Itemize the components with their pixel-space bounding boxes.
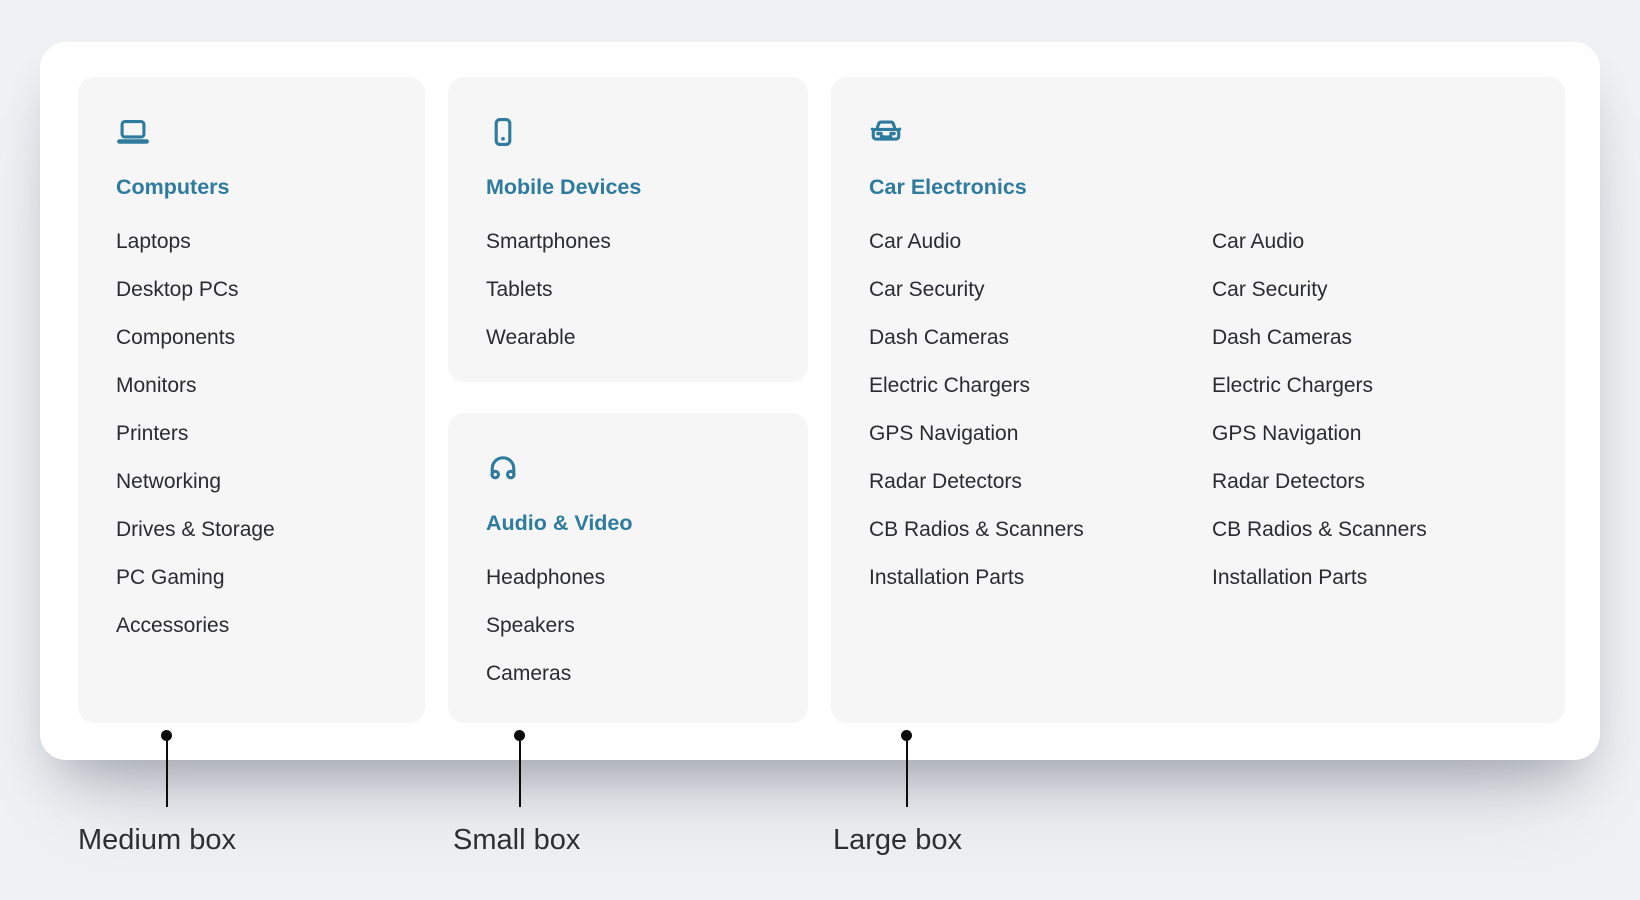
callout-line-small: [519, 741, 521, 807]
category-box-mobile-devices: Mobile Devices Smartphones Tablets Weara…: [448, 77, 808, 382]
menu-item[interactable]: Radar Detectors: [1212, 470, 1365, 493]
callout-dot-medium: [161, 730, 172, 741]
menu-item[interactable]: Electric Chargers: [1212, 374, 1374, 397]
menu-item[interactable]: Dash Cameras: [1212, 326, 1353, 349]
mega-menu-content: Computers Laptops Desktop PCs Components…: [78, 77, 1565, 723]
menu-item[interactable]: CB Radios & Scanners: [1212, 518, 1427, 541]
menu-item[interactable]: PC Gaming: [116, 566, 225, 589]
menu-item[interactable]: Drives & Storage: [116, 518, 275, 541]
category-items-audio-video: Headphones Speakers Cameras: [486, 554, 780, 698]
callout-dot-large: [901, 730, 912, 741]
menu-item[interactable]: Dash Cameras: [869, 326, 1010, 349]
menu-item[interactable]: GPS Navigation: [869, 422, 1019, 445]
category-title-car-electronics[interactable]: Car Electronics: [869, 175, 1027, 199]
category-items-mobile-devices: Smartphones Tablets Wearable: [486, 218, 780, 362]
menu-item[interactable]: CB Radios & Scanners: [869, 518, 1084, 541]
menu-item[interactable]: Smartphones: [486, 230, 611, 253]
menu-item[interactable]: Electric Chargers: [869, 374, 1031, 397]
callout-dot-small: [514, 730, 525, 741]
menu-item[interactable]: Monitors: [116, 374, 197, 397]
menu-item[interactable]: Radar Detectors: [869, 470, 1022, 493]
menu-item[interactable]: Car Security: [1212, 278, 1328, 301]
menu-item[interactable]: Installation Parts: [1212, 566, 1368, 589]
laptop-icon: [116, 115, 150, 149]
callout-label-medium: Medium box: [78, 824, 236, 856]
menu-item[interactable]: Accessories: [116, 614, 230, 637]
category-box-audio-video: Audio & Video Headphones Speakers Camera…: [448, 413, 808, 723]
smartphone-icon: [486, 115, 520, 149]
menu-item[interactable]: Components: [116, 326, 236, 349]
category-box-computers: Computers Laptops Desktop PCs Components…: [78, 77, 425, 723]
callout-line-medium: [166, 741, 168, 807]
category-box-car-electronics: Car Electronics Car Audio Car Security D…: [831, 77, 1565, 723]
callout-line-large: [906, 741, 908, 807]
menu-item[interactable]: Cameras: [486, 662, 572, 685]
category-title-mobile-devices[interactable]: Mobile Devices: [486, 175, 642, 199]
menu-item[interactable]: Tablets: [486, 278, 553, 301]
menu-item[interactable]: Car Audio: [1212, 230, 1305, 253]
menu-item[interactable]: Laptops: [116, 230, 191, 253]
category-title-computers[interactable]: Computers: [116, 175, 230, 199]
menu-item[interactable]: Desktop PCs: [116, 278, 239, 301]
mega-menu-card: Computers Laptops Desktop PCs Components…: [40, 42, 1600, 760]
category-columns: Car Audio Car Security Dash Cameras Elec…: [869, 201, 1537, 602]
callout-label-small: Small box: [453, 824, 581, 856]
small-boxes-column: Mobile Devices Smartphones Tablets Weara…: [448, 77, 808, 723]
menu-item[interactable]: Headphones: [486, 566, 606, 589]
headphones-icon: [486, 451, 520, 485]
callout-label-large: Large box: [833, 824, 962, 856]
category-items-computers: Laptops Desktop PCs Components Monitors …: [116, 218, 397, 650]
menu-item[interactable]: Car Audio: [869, 230, 962, 253]
menu-item[interactable]: Car Security: [869, 278, 985, 301]
menu-item[interactable]: Printers: [116, 422, 189, 445]
menu-item[interactable]: Networking: [116, 470, 222, 493]
category-title-audio-video[interactable]: Audio & Video: [486, 511, 633, 535]
car-icon: [869, 115, 903, 149]
category-items-car-electronics-col2: Car Audio Car Security Dash Cameras Elec…: [1212, 218, 1427, 602]
menu-item[interactable]: GPS Navigation: [1212, 422, 1362, 445]
category-items-car-electronics-col1: Car Audio Car Security Dash Cameras Elec…: [869, 218, 1212, 602]
menu-item[interactable]: Wearable: [486, 326, 576, 349]
menu-item[interactable]: Speakers: [486, 614, 575, 637]
menu-item[interactable]: Installation Parts: [869, 566, 1025, 589]
